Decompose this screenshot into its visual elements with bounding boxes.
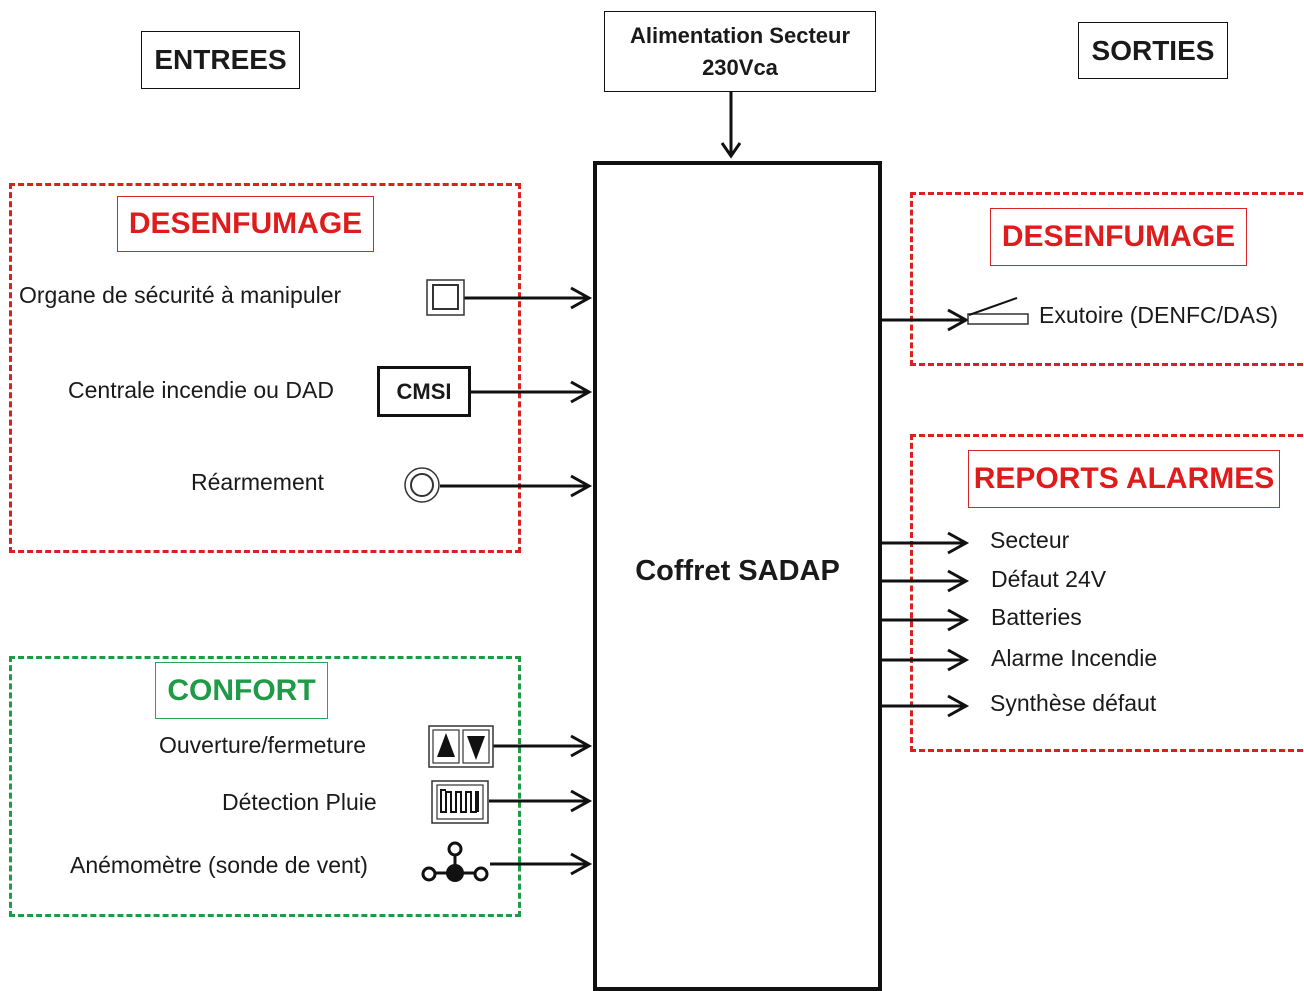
input-label-organe-securite: Organe de sécurité à manipuler [19, 282, 342, 308]
output-label-defaut-24v: Défaut 24V [991, 566, 1107, 592]
inputs-confort-title: CONFORT [155, 662, 328, 719]
input-label-detection-pluie: Détection Pluie [222, 789, 377, 815]
input-label-ouverture-fermeture: Ouverture/fermeture [159, 732, 367, 758]
output-label-batteries: Batteries [991, 604, 1082, 630]
inputs-desenfumage-group [9, 183, 521, 553]
inputs-confort-group [9, 656, 521, 917]
input-label-rearmement: Réarmement [191, 469, 324, 495]
power-supply-box: Alimentation Secteur 230Vca [604, 11, 876, 92]
outputs-header: SORTIES [1078, 22, 1228, 79]
inputs-header: ENTREES [141, 31, 300, 89]
output-label-secteur: Secteur [990, 527, 1070, 553]
inputs-desenfumage-title: DESENFUMAGE [117, 196, 374, 252]
coffret-sadap-box: Coffret SADAP [593, 161, 882, 991]
power-supply-label-line2: 230Vca [702, 54, 778, 80]
cmsi-box: CMSI [377, 366, 471, 417]
output-label-alarme-incendie: Alarme Incendie [991, 645, 1158, 671]
outputs-reports-alarmes-group [910, 434, 1304, 752]
input-label-anemometre: Anémomètre (sonde de vent) [70, 852, 368, 878]
output-label-exutoire: Exutoire (DENFC/DAS) [1039, 302, 1278, 328]
outputs-reports-alarmes-title: REPORTS ALARMES [968, 450, 1280, 508]
power-arrow [720, 92, 742, 159]
power-supply-label-line1: Alimentation Secteur [629, 22, 851, 48]
outputs-desenfumage-group [910, 192, 1304, 366]
output-label-synthese-defaut: Synthèse défaut [990, 690, 1157, 716]
outputs-desenfumage-title: DESENFUMAGE [990, 208, 1247, 266]
input-label-centrale-incendie: Centrale incendie ou DAD [68, 377, 334, 403]
coffret-sadap-label: Coffret SADAP [635, 555, 840, 587]
